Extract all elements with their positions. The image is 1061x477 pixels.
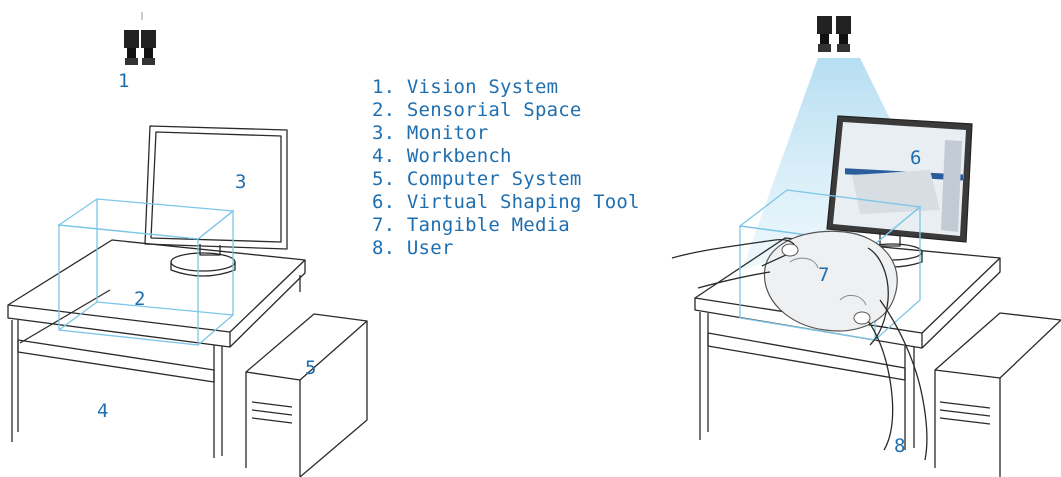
legend-item: 4. Workbench	[372, 145, 512, 167]
callout-workbench: 4	[97, 400, 108, 422]
component-legend: 1. Vision System 2. Sensorial Space 3. M…	[372, 76, 640, 260]
computer-system-right	[934, 312, 1061, 477]
legend-item: 2. Sensorial Space	[372, 99, 582, 121]
right-scene	[671, 16, 1061, 477]
user-hands	[671, 239, 928, 461]
callout-sensorial-space: 2	[134, 288, 145, 310]
callout-monitor: 3	[235, 171, 246, 193]
vision-system-cameras-left	[124, 12, 156, 65]
callout-user: 8	[894, 435, 905, 457]
monitor-left	[144, 125, 288, 277]
computer-system-left	[245, 313, 368, 477]
sensorial-space-cube-left	[57, 198, 235, 346]
left-scene	[7, 12, 368, 477]
legend-item: 6. Virtual Shaping Tool	[372, 191, 640, 213]
legend-item: 7. Tangible Media	[372, 214, 570, 236]
tangible-media-blob	[763, 230, 898, 332]
callout-tangible-media: 7	[818, 264, 829, 286]
legend-item: 3. Monitor	[372, 122, 489, 144]
legend-item: 1. Vision System	[372, 76, 559, 98]
legend-item: 5. Computer System	[372, 168, 582, 190]
callout-virtual-shaping-tool: 6	[910, 147, 921, 169]
callout-vision-system: 1	[118, 70, 129, 92]
callout-computer-system: 5	[305, 357, 316, 379]
legend-item: 8. User	[372, 237, 454, 259]
vision-system-cameras-right	[817, 16, 851, 52]
workbench-left	[7, 239, 306, 458]
monitor-right	[826, 115, 973, 268]
